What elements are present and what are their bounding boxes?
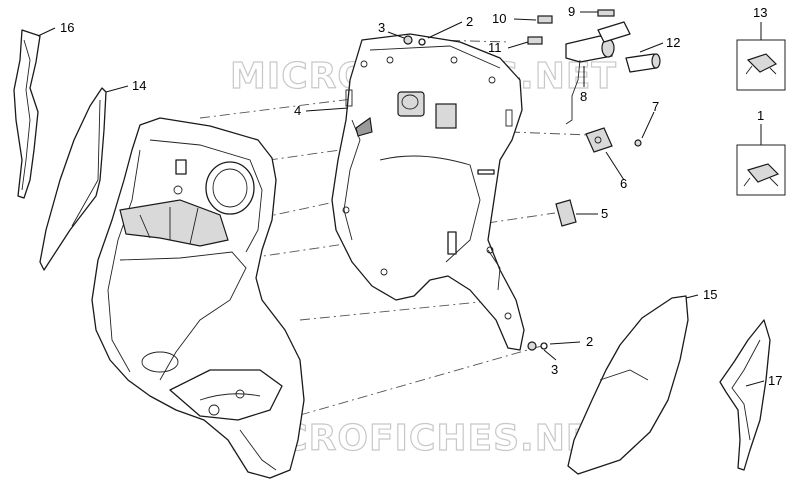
- washer-3-top: [418, 38, 426, 46]
- screw-9: [597, 9, 615, 17]
- part-13-box: [736, 39, 786, 91]
- part-5-clip: [555, 199, 577, 227]
- screw-10: [537, 15, 553, 24]
- callout-3-bottom: 3: [551, 362, 558, 377]
- fasteners: [403, 9, 642, 351]
- callout-7: 7: [652, 99, 659, 114]
- callout-3-top: 3: [378, 20, 385, 35]
- inner-rear-panel: [331, 33, 525, 351]
- callout-2-top: 2: [466, 14, 473, 29]
- callout-12: 12: [666, 35, 680, 50]
- screw-7: [634, 139, 642, 147]
- callout-14: 14: [132, 78, 146, 93]
- callout-17: 17: [768, 373, 782, 388]
- callout-labels: 16 14 3 2 4 10 11 9 12 8 7 6 5 15 2 3 17…: [60, 4, 782, 388]
- callout-10: 10: [492, 11, 506, 26]
- part-15-side-panel: [567, 295, 689, 475]
- part-16-side-strip: [13, 29, 41, 199]
- callout-1: 1: [757, 108, 764, 123]
- callout-13: 13: [753, 5, 767, 20]
- part-1-box: [736, 144, 786, 196]
- part-17-curved-strip: [719, 319, 771, 471]
- screw-2-bottom: [527, 341, 537, 351]
- part-12-key-sleeve: [625, 53, 657, 73]
- callout-5: 5: [601, 206, 608, 221]
- leader-lines: [37, 11, 765, 387]
- callout-9: 9: [568, 4, 575, 19]
- front-shield-body: [91, 117, 305, 479]
- washer-3-bottom: [540, 342, 548, 350]
- screw-11: [527, 36, 543, 45]
- part-8-lock-assembly: [565, 21, 661, 125]
- callout-4: 4: [294, 103, 301, 118]
- callout-6: 6: [620, 176, 627, 191]
- callout-8: 8: [580, 89, 587, 104]
- part-6-bracket: [585, 127, 613, 153]
- callout-16: 16: [60, 20, 74, 35]
- callout-2-bottom: 2: [586, 334, 593, 349]
- callout-15: 15: [703, 287, 717, 302]
- callout-11: 11: [488, 40, 502, 55]
- part-14-side-panel: [39, 87, 107, 271]
- screw-2-top: [403, 35, 413, 45]
- pin-rod: [477, 169, 495, 175]
